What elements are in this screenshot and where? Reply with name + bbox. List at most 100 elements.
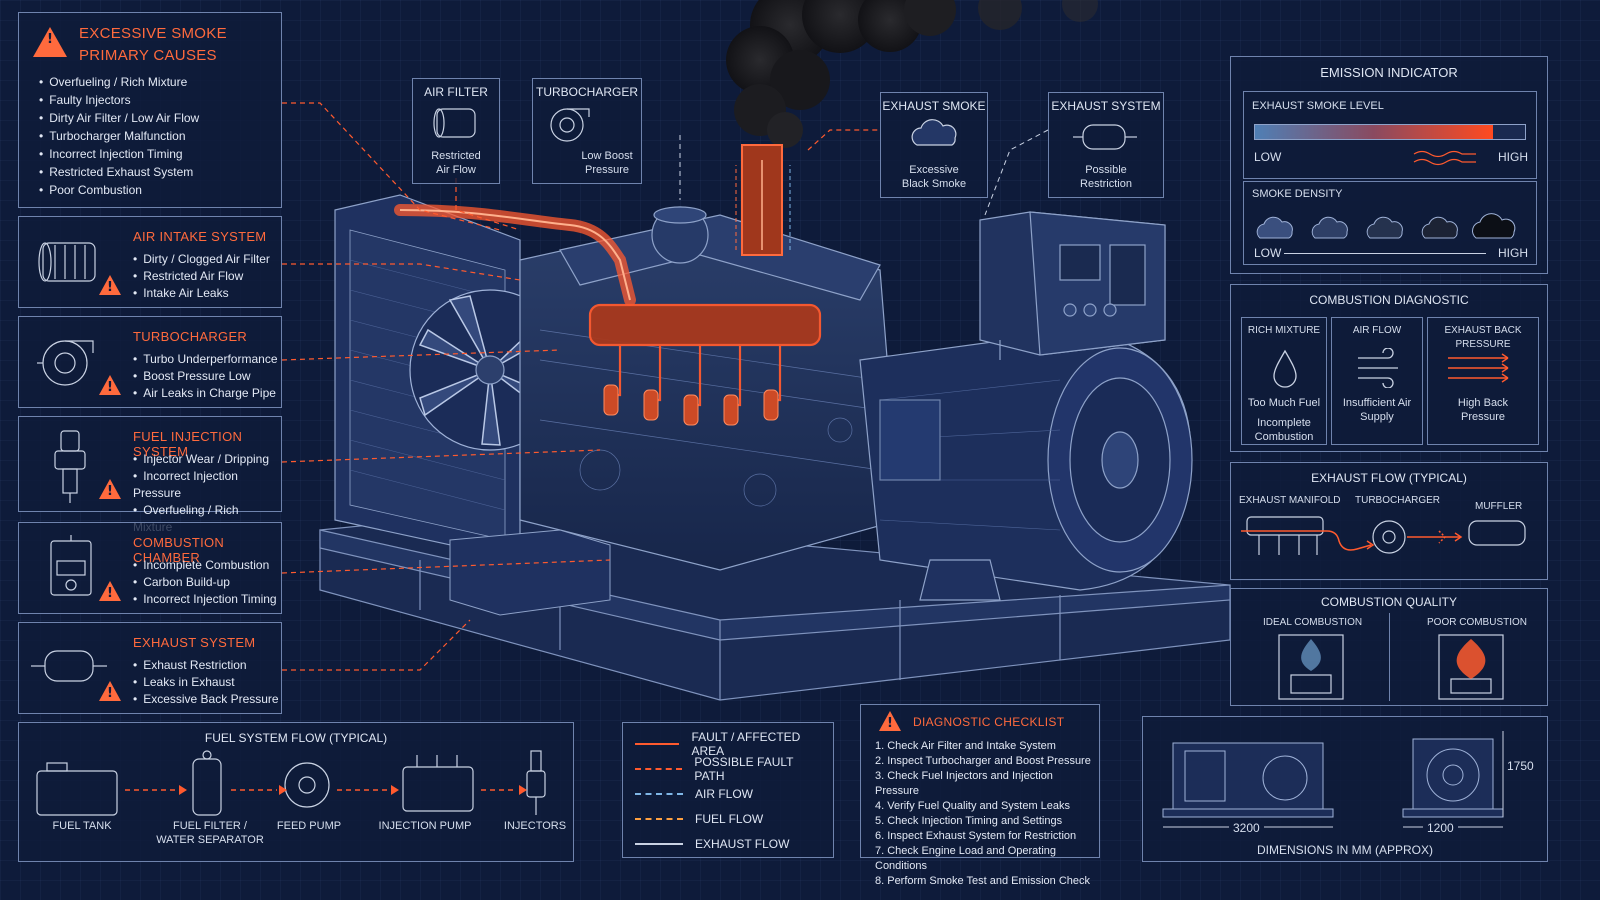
smoke-level-bar (1254, 124, 1526, 140)
system-title: AIR INTAKE SYSTEM (133, 229, 267, 244)
callout-line: Restricted (431, 150, 481, 162)
legend-item: AIR FLOW (635, 781, 825, 806)
primary-causes-title-2: PRIMARY CAUSES (79, 47, 217, 64)
callout-lines (281, 102, 878, 671)
warning-icon (99, 275, 121, 295)
dim-height: 1750 (1507, 759, 1534, 773)
callout-title: TURBOCHARGER (535, 85, 638, 99)
list-item: Incorrect Injection Timing (39, 145, 199, 163)
legend-swatch (635, 742, 680, 745)
warning-icon (99, 479, 121, 499)
checklist-item: 7. Check Engine Load and Operating Condi… (875, 845, 1057, 872)
list-item: Exhaust Restriction (133, 657, 279, 674)
density-label: SMOKE DENSITY (1252, 188, 1343, 200)
legend-label: AIR FLOW (695, 786, 754, 801)
fuel-step: FUEL FILTER /WATER SEPARATOR (155, 819, 265, 847)
back-pressure-icon (1448, 353, 1509, 383)
list-item: Incorrect Injection Pressure (133, 468, 281, 502)
turbocharger-icon (37, 340, 94, 386)
combustion-quality-title: COMBUSTION QUALITY (1320, 595, 1457, 609)
injector-icon (54, 430, 86, 503)
legend-label: FAULT / AFFECTED AREA (691, 729, 801, 758)
system-title: EXHAUST SYSTEM (133, 635, 256, 650)
list-item: Restricted Air Flow (133, 268, 270, 285)
dim-caption: DIMENSIONS IN MM (APPROX) (1256, 843, 1433, 857)
callout-exhaust-system: EXHAUST SYSTEM Possible Restriction (1048, 92, 1164, 198)
primary-causes-title-1: EXCESSIVE SMOKE (79, 25, 227, 42)
diag-line: Insufficient Air (1342, 397, 1412, 409)
air-filter-icon (433, 108, 476, 138)
diagnostic-checklist-panel: DIAGNOSTIC CHECKLIST 1. Check Air Filter… (860, 704, 1100, 887)
fuel-step-label: FUEL TANK (52, 820, 112, 832)
cylinder-icon (50, 535, 92, 596)
checklist-list: 1. Check Air Filter and Intake System 2.… (875, 739, 1099, 889)
diag-line: Supply (1360, 411, 1394, 423)
air-filter-icon (38, 242, 96, 282)
air-flow-icon (1358, 348, 1398, 388)
system-panel-air-intake: AIR INTAKE SYSTEM Dirty / Clogged Air Fi… (18, 216, 282, 308)
callout-line: Possible (1085, 164, 1127, 176)
system-title: TURBOCHARGER (133, 329, 248, 344)
checklist-item: 2. Inspect Turbocharger and Boost Pressu… (875, 755, 1091, 767)
combustion-diag-title: COMBUSTION DIAGNOSTIC (1309, 293, 1469, 307)
diag-col-head: EXHAUST BACK PRESSURE (1444, 325, 1522, 350)
legend-label: FUEL FLOW (695, 811, 764, 826)
callout-air-filter: AIR FILTER Restricted Air Flow (412, 78, 500, 184)
list-item: Overfueling / Rich Mixture (39, 73, 199, 91)
poor-label: POOR COMBUSTION (1427, 617, 1528, 628)
checklist-item: 3. Check Fuel Injectors and Injection Pr… (875, 770, 1053, 797)
legend-swatch (635, 767, 683, 770)
diag-line: Incomplete (1257, 417, 1311, 429)
callout-title: EXHAUST SMOKE (882, 99, 986, 113)
warning-icon (879, 711, 901, 731)
ideal-label: IDEAL COMBUSTION (1263, 617, 1363, 628)
emission-indicator-panel: EMISSION INDICATOR EXHAUST SMOKE LEVEL L… (1230, 56, 1548, 274)
callout-title: AIR FILTER (424, 85, 488, 99)
list-item: Dirty / Clogged Air Filter (133, 251, 270, 268)
diag-line: Too Much Fuel (1247, 397, 1321, 409)
heat-arrows-icon (1413, 150, 1476, 166)
smoke-level-fill (1255, 125, 1493, 139)
list-item: Restricted Exhaust System (39, 163, 199, 181)
legend-label: POSSIBLE FAULT PATH (694, 754, 794, 783)
callout-turbocharger: TURBOCHARGER Low Boost Pressure (532, 78, 642, 184)
ideal-combustion-icon (1278, 634, 1344, 700)
muffler-icon (1073, 124, 1137, 150)
diag-line: Combustion (1254, 431, 1314, 443)
density-arrow (1284, 253, 1486, 254)
dim-length: 3200 (1229, 821, 1264, 835)
low-label: LOW (1254, 150, 1282, 164)
muffler-icon (31, 650, 107, 682)
density-low-label: LOW (1254, 246, 1282, 260)
poor-combustion-icon (1438, 634, 1504, 700)
smoke-plume (726, 0, 1098, 148)
list-item: Poor Combustion (39, 181, 199, 199)
fuel-step-label: INJECTION PUMP (378, 820, 472, 832)
checklist-item: 5. Check Injection Timing and Settings (875, 815, 1063, 827)
fuel-flow-diagram (36, 750, 546, 816)
smoke-density-box: SMOKE DENSITY LOW HIGH (1243, 181, 1537, 265)
list-item: Injector Wear / Dripping (133, 451, 281, 468)
checklist-item: 1. Check Air Filter and Intake System (875, 740, 1056, 752)
list-item: Incomplete Combustion (133, 557, 277, 574)
checklist-item: 8. Perform Smoke Test and Emission Check (875, 875, 1090, 887)
alternator (859, 329, 1193, 601)
density-clouds-icon (1256, 213, 1516, 239)
warning-icon (99, 375, 121, 395)
system-panel-exhaust: EXHAUST SYSTEM Exhaust RestrictionLeaks … (18, 622, 282, 714)
quality-divider (1389, 613, 1390, 701)
system-panel-combustion-chamber: COMBUSTION CHAMBER Incomplete Combustion… (18, 522, 282, 614)
battery-box (449, 529, 611, 616)
fuel-step-label: INJECTORS (503, 820, 567, 832)
checklist-item: 6. Inspect Exhaust System for Restrictio… (875, 830, 1077, 842)
diag-col-head: RICH MIXTURE (1247, 325, 1321, 336)
density-high-label: HIGH (1498, 246, 1528, 260)
list-item: Turbo Underperformance (133, 351, 277, 368)
diag-col-head: AIR FLOW (1352, 325, 1402, 336)
exhaust-flow-diagram (1241, 516, 1526, 555)
fuel-step: INJECTION PUMP (375, 819, 475, 833)
list-item: Faulty Injectors (39, 91, 199, 109)
